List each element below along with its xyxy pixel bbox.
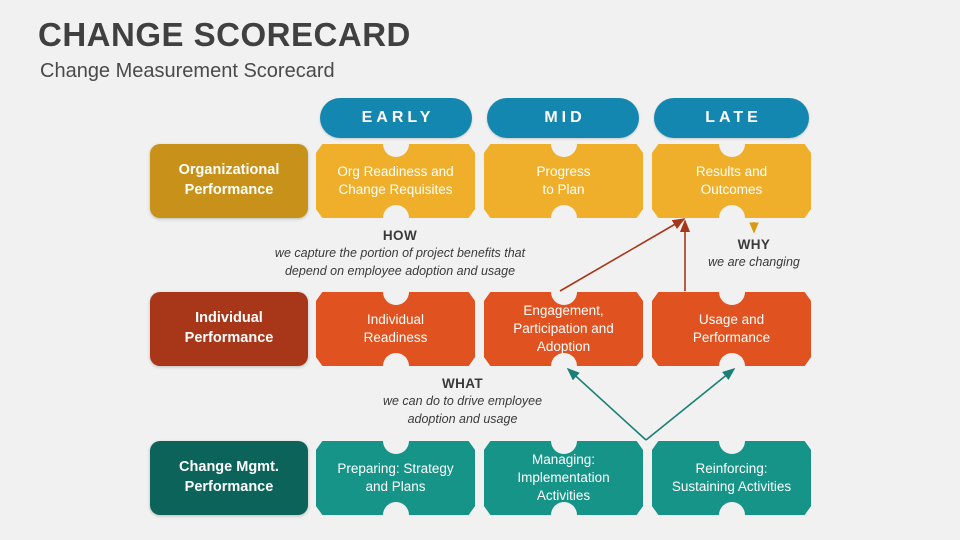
annotation-how: HOW we capture the portion of project be…	[245, 228, 555, 280]
card-line2: to Plan	[542, 182, 585, 197]
notch-top-icon	[550, 441, 577, 454]
phase-tab-early-label: EARLY	[361, 109, 435, 126]
row-label-line2: Performance	[184, 330, 274, 346]
phase-tab-late[interactable]: LATE	[654, 98, 809, 138]
notch-bottom-icon	[382, 205, 409, 218]
card-line1: Preparing: Strategy	[337, 460, 454, 476]
card-results-and-outcomes[interactable]: Results and Outcomes	[652, 144, 811, 218]
notch-bottom-icon	[718, 353, 745, 366]
card-individual-readiness[interactable]: Individual Readiness	[316, 292, 475, 366]
annotation-how-head: HOW	[382, 228, 418, 243]
card-line2: Performance	[692, 330, 771, 345]
notch-top-icon	[382, 292, 409, 305]
notch-bottom-icon	[718, 205, 745, 218]
card-line1: Managing:	[531, 451, 596, 467]
notch-bottom-icon	[550, 502, 577, 515]
card-preparing-strategy-and-plans[interactable]: Preparing: Strategy and Plans	[316, 441, 475, 515]
phase-tab-mid[interactable]: MID	[487, 98, 639, 138]
card-line1: Usage and	[698, 311, 765, 327]
card-line3: Adoption	[536, 339, 591, 355]
card-line1: Engagement,	[523, 302, 604, 318]
phase-tab-late-label: LATE	[705, 109, 762, 126]
row-label-line1: Individual	[195, 310, 263, 327]
notch-bottom-icon	[550, 205, 577, 218]
phase-tab-early[interactable]: EARLY	[320, 98, 472, 138]
notch-top-icon	[718, 441, 745, 454]
card-line2: Readiness	[363, 330, 428, 345]
row-label-individual-performance: Individual Performance	[150, 292, 308, 366]
page-title: CHANGE SCORECARD	[38, 16, 411, 53]
arrow-managing-to-usage	[645, 367, 736, 441]
card-line2: Participation and	[513, 320, 614, 336]
page-subtitle: Change Measurement Scorecard	[40, 60, 335, 82]
notch-bottom-icon	[382, 502, 409, 515]
card-line3: Activities	[536, 488, 591, 504]
notch-bottom-icon	[382, 353, 409, 366]
annotation-why-head: WHY	[737, 237, 771, 252]
row-label-organizational-performance: Organizational Performance	[150, 144, 308, 218]
notch-top-icon	[550, 292, 577, 305]
row-label-line2: Performance	[184, 182, 274, 198]
notch-top-icon	[718, 292, 745, 305]
card-line2: Change Requisites	[338, 182, 453, 197]
arrow-engagement-to-results	[559, 218, 686, 292]
row-label-change-mgmt-performance: Change Mgmt. Performance	[150, 441, 308, 515]
notch-bottom-icon	[550, 353, 577, 366]
card-line1: Results and	[695, 163, 768, 179]
card-line1: Reinforcing:	[695, 460, 768, 476]
row-label-line1: Change Mgmt.	[179, 459, 279, 476]
row-label-line2: Performance	[184, 479, 274, 495]
annotation-what-line1: we can do to drive employee	[382, 394, 543, 408]
notch-bottom-icon	[718, 502, 745, 515]
annotation-what-head: WHAT	[441, 376, 484, 391]
annotation-how-line2: depend on employee adoption and usage	[284, 264, 516, 279]
annotation-what-line2: adoption and usage	[407, 412, 518, 427]
row-label-line1: Organizational	[178, 162, 280, 179]
card-line2: Outcomes	[700, 182, 763, 197]
card-engagement-participation-and-adoption[interactable]: Engagement, Participation and Adoption	[484, 292, 643, 366]
annotation-what: WHAT we can do to drive employee adoptio…	[345, 376, 580, 428]
card-org-readiness-and-change-requisites[interactable]: Org Readiness and Change Requisites	[316, 144, 475, 218]
card-managing-implementation-activities[interactable]: Managing: Implementation Activities	[484, 441, 643, 515]
notch-top-icon	[550, 144, 577, 157]
card-line1: Org Readiness and	[337, 163, 454, 179]
notch-top-icon	[382, 144, 409, 157]
notch-top-icon	[718, 144, 745, 157]
card-reinforcing-sustaining-activities[interactable]: Reinforcing: Sustaining Activities	[652, 441, 811, 515]
annotation-why-line1: we are changing	[708, 255, 800, 269]
card-line2: Sustaining Activities	[671, 479, 792, 494]
annotation-how-line1: we capture the portion of project benefi…	[274, 246, 526, 260]
card-line1: Individual	[366, 311, 425, 327]
card-line2: and Plans	[365, 479, 426, 494]
annotation-why: WHY we are changing	[676, 237, 832, 271]
phase-tab-mid-label: MID	[544, 109, 586, 126]
card-progress-to-plan[interactable]: Progress to Plan	[484, 144, 643, 218]
notch-top-icon	[382, 441, 409, 454]
card-usage-and-performance[interactable]: Usage and Performance	[652, 292, 811, 366]
card-line2: Implementation	[517, 469, 610, 485]
card-line1: Progress	[536, 163, 591, 179]
